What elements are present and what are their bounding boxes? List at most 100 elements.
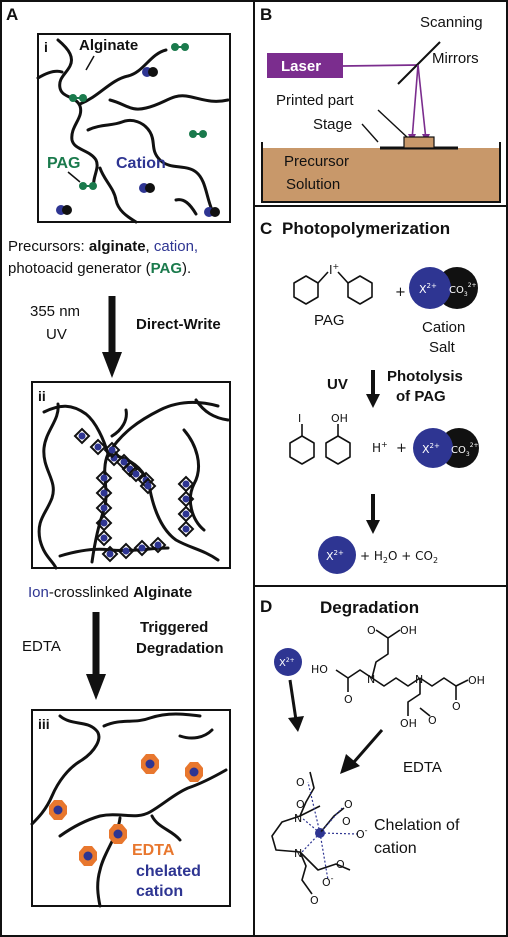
subpanel-ii-box xyxy=(31,381,231,569)
edta-to-chelate-shaft xyxy=(352,729,384,763)
alginate-label-i: Alginate xyxy=(79,37,138,54)
vat xyxy=(261,142,501,203)
laser-label: Laser xyxy=(281,58,321,75)
pag-text: PAG xyxy=(314,312,345,329)
crosslink-cation xyxy=(132,470,140,478)
crosslink-cation xyxy=(154,541,162,549)
printed-part-pointer xyxy=(377,109,409,139)
crosslink-cation xyxy=(144,482,152,490)
degradation-label: Degradation xyxy=(136,640,224,657)
crosslink-cation xyxy=(182,480,190,488)
chel-o4: O xyxy=(342,815,351,828)
subpanel-ii-label: ii xyxy=(38,388,46,404)
direct-write-label: Direct-Write xyxy=(136,316,221,333)
crosslink-cation xyxy=(100,504,108,512)
panel-b: B Laser Scanning Mirrors Printed part St… xyxy=(260,5,501,203)
chel-n2: N xyxy=(294,847,302,860)
pag-structure xyxy=(293,271,373,305)
egg-box-link xyxy=(177,505,195,523)
crosslink-cation xyxy=(106,550,114,558)
pag-label-i: PAG xyxy=(47,155,80,172)
water-co2-label: + H2O + CO2 xyxy=(360,549,438,565)
edta-chelated-label-3: cation xyxy=(136,883,183,900)
edta-structure xyxy=(335,629,469,717)
scanning-mirror xyxy=(397,41,441,85)
cation-to-chelate-shaft xyxy=(288,679,298,721)
edta-d-label: EDTA xyxy=(403,759,442,776)
crosslink-cation xyxy=(138,544,146,552)
alginate-network-ii xyxy=(37,398,230,570)
solution-label: Solution xyxy=(286,176,340,193)
chelate-complex xyxy=(271,771,359,895)
mirrors-label: Mirrors xyxy=(432,50,479,67)
edta-trigger-label: EDTA xyxy=(22,638,61,655)
egg-box-link xyxy=(117,542,135,560)
triggered-label: Triggered xyxy=(140,619,208,636)
crosslink-cation xyxy=(100,534,108,542)
chel-n1: N xyxy=(294,812,302,825)
o-right: O xyxy=(452,700,461,713)
chel-o5: O- xyxy=(356,826,368,841)
chel-o6: O xyxy=(336,858,345,871)
panel-d-letter: D xyxy=(260,597,272,616)
egg-box-link xyxy=(95,469,113,487)
cation-circle xyxy=(409,267,451,309)
panel-d: D Degradation OH O HO O N N OH O O OH X2… xyxy=(260,597,485,907)
egg-box-link xyxy=(89,438,107,456)
egg-box-link xyxy=(115,453,133,471)
edta-to-chelate-head xyxy=(340,754,360,774)
of-pag-label: of PAG xyxy=(396,388,446,405)
stage-pointer xyxy=(361,123,379,143)
egg-box-link xyxy=(95,499,113,517)
uv-wavelength-label: 355 nm xyxy=(30,303,80,320)
n2-label: N xyxy=(415,673,423,686)
oh-label: OH xyxy=(331,412,348,425)
panel-a: A i Alginate PAG Cation xyxy=(6,5,231,908)
photolysis-label: Photolysis xyxy=(387,368,463,385)
edta-chelated-label-2: chelated xyxy=(136,863,201,880)
laser-beam xyxy=(342,64,419,67)
egg-box-link xyxy=(177,520,195,538)
cation-pairs-i xyxy=(56,67,220,217)
phenol xyxy=(325,424,351,465)
o-top: O xyxy=(367,624,376,637)
stage-label: Stage xyxy=(313,116,352,133)
egg-box-link xyxy=(95,484,113,502)
oh-top: OH xyxy=(400,624,417,637)
co3-label: CO32+ xyxy=(449,282,477,298)
panel-c-title: Photopolymerization xyxy=(282,219,450,238)
crosslink-cation xyxy=(100,489,108,497)
o-bottom: O xyxy=(428,714,437,727)
free-cation-circle xyxy=(318,536,356,574)
crosslink-cation xyxy=(94,443,102,451)
oh-bottom: OH xyxy=(400,717,417,730)
o-left: O xyxy=(344,693,353,706)
salt-text: Salt xyxy=(429,339,456,356)
alginate-pointer-i xyxy=(85,55,95,71)
chel-o8: O xyxy=(310,894,319,907)
iodo-label: I xyxy=(298,412,301,425)
egg-box-link xyxy=(103,441,121,459)
chel-o3: O xyxy=(344,798,353,811)
subpanel-iii-box xyxy=(31,709,231,907)
cation-x: X2+ xyxy=(419,282,437,296)
precursor-label: Precursor xyxy=(284,153,349,170)
precursors-caption-line1: Precursors: alginate, cation, xyxy=(8,238,198,255)
subpanel-i-box xyxy=(37,33,231,223)
crosslink-cation xyxy=(182,525,190,533)
d-cation-x: X2+ xyxy=(279,657,295,669)
edta-chelated-label-1: EDTA xyxy=(132,842,175,859)
beam-left xyxy=(411,64,419,141)
laser-box xyxy=(267,53,343,78)
uv-c-label: UV xyxy=(327,376,348,393)
egg-box-link xyxy=(139,477,157,495)
free-cation-x: X2+ xyxy=(326,549,344,563)
panel-b-letter: B xyxy=(260,5,272,24)
d-cation-circle xyxy=(274,648,302,676)
chel-o7: O- xyxy=(322,874,334,889)
ion-crosslinked-caption: Ion-crosslinked Alginate xyxy=(28,584,192,601)
crosslink-chains-ii xyxy=(73,427,195,563)
chel-o1: O xyxy=(296,776,305,789)
egg-box-link xyxy=(133,539,151,557)
subpanel-iii-label: iii xyxy=(38,716,50,732)
